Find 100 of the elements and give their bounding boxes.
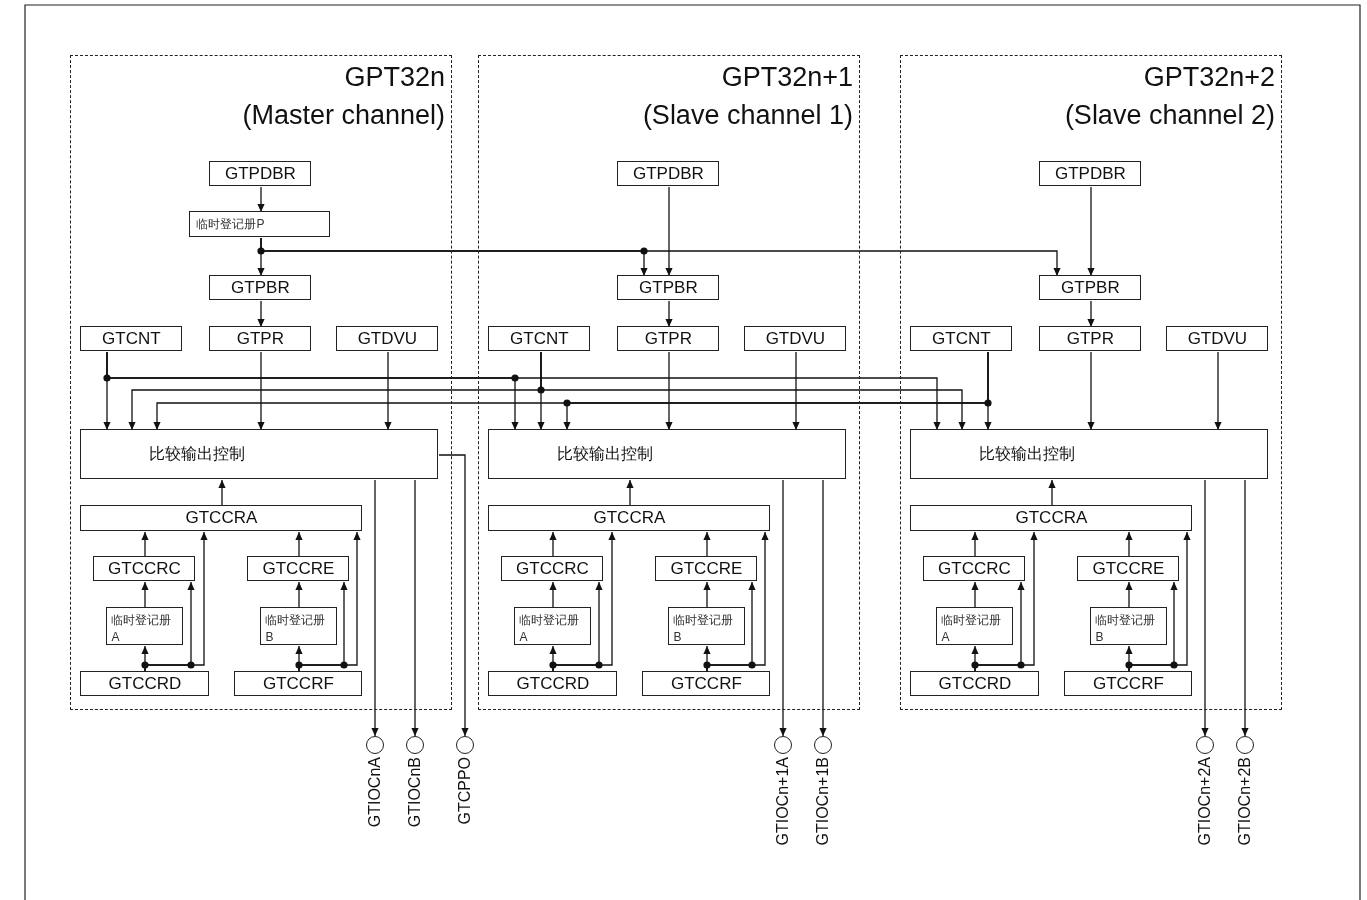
- pin-label: GTIOCnA: [365, 757, 384, 828]
- register-box: GTCCRC: [501, 556, 604, 582]
- pin-label: GTCPPO: [455, 757, 474, 825]
- register-box: GTCCRE: [1077, 556, 1180, 582]
- arrow: [971, 581, 979, 609]
- arrow: [779, 479, 787, 737]
- arrow: [971, 531, 979, 558]
- arrow: [371, 479, 379, 737]
- arrow: [218, 479, 226, 507]
- arrow: [665, 351, 673, 431]
- channel-panel: [478, 55, 860, 710]
- arrow: [1125, 531, 1133, 558]
- arrow: [1214, 351, 1222, 431]
- arrow: [295, 531, 303, 558]
- register-box: GTPR: [617, 326, 720, 352]
- register-box: GTCCRE: [655, 556, 758, 582]
- arrow: [257, 300, 265, 328]
- arrow: [295, 581, 303, 609]
- register-box: GTPDBR: [209, 161, 312, 187]
- pin-label: GTIOCn+2B: [1235, 757, 1254, 846]
- terminal-circle: [456, 736, 474, 754]
- buffer-register-box: 临时登记册A: [106, 607, 184, 646]
- arrow: [1125, 581, 1133, 609]
- pin-label: GTIOCn+1B: [813, 757, 832, 846]
- arrow: [144, 531, 208, 673]
- panel-title: (Slave channel 2): [1064, 99, 1275, 132]
- panel-title: (Slave channel 1): [642, 99, 853, 132]
- arrow: [703, 531, 711, 558]
- register-box: GTCCRF: [234, 671, 363, 697]
- arrow: [384, 351, 392, 431]
- panel-title: GPT32n+2: [1143, 61, 1275, 94]
- register-box: GTDVU: [1166, 326, 1269, 352]
- arrow: [257, 351, 265, 431]
- arrow: [549, 581, 557, 609]
- arrow: [665, 186, 673, 277]
- terminal-circle: [1196, 736, 1214, 754]
- register-box: GTCCRC: [93, 556, 196, 582]
- register-box: GTDVU: [744, 326, 847, 352]
- arrow: [1087, 300, 1095, 328]
- arrow: [1201, 479, 1209, 737]
- terminal-circle: [814, 736, 832, 754]
- register-box: GTCCRD: [488, 671, 618, 697]
- arrow: [260, 237, 1061, 277]
- terminal-circle: [774, 736, 792, 754]
- arrow: [1087, 186, 1095, 277]
- arrow: [141, 531, 149, 558]
- register-box: GTPBR: [617, 275, 720, 301]
- arrow: [792, 351, 800, 431]
- arrow: [1087, 351, 1095, 431]
- arrow: [257, 186, 265, 213]
- register-box: GTCCRA: [910, 505, 1193, 532]
- buffer-register-box: 临时登记册B: [1090, 607, 1168, 646]
- arrow: [411, 479, 419, 737]
- terminal-circle: [1236, 736, 1254, 754]
- arrow: [626, 479, 634, 507]
- buffer-register-box: 临时登记册B: [260, 607, 338, 646]
- buffer-register-box: 临时登记册P: [189, 211, 331, 238]
- terminal-circle: [406, 736, 424, 754]
- register-box: GTCCRA: [488, 505, 771, 532]
- register-box: GTPR: [1039, 326, 1142, 352]
- register-box: GTCCRF: [642, 671, 771, 697]
- arrow: [298, 531, 361, 673]
- arrow: [1241, 479, 1249, 737]
- panel-title: (Master channel): [242, 99, 445, 132]
- register-box: GTCCRD: [910, 671, 1040, 697]
- pin-label: GTIOCnB: [405, 757, 424, 828]
- arrow: [1048, 479, 1056, 507]
- register-box: GTCNT: [910, 326, 1013, 352]
- register-box: GTCCRE: [247, 556, 350, 582]
- pin-label: GTIOCn+2A: [1195, 757, 1214, 846]
- buffer-register-box: 临时登记册B: [668, 607, 746, 646]
- arrow: [552, 531, 616, 673]
- arrow: [1128, 531, 1191, 673]
- arrow: [141, 581, 149, 609]
- panel-title: GPT32n+1: [721, 61, 853, 94]
- arrow: [974, 531, 1038, 673]
- register-box: GTCNT: [488, 326, 591, 352]
- channel-panel: [900, 55, 1282, 710]
- register-box: GTPBR: [1039, 275, 1142, 301]
- arrow: [438, 454, 469, 737]
- register-box: GTCNT: [80, 326, 183, 352]
- control-block: 比较输出控制: [488, 429, 847, 480]
- register-box: GTCCRC: [923, 556, 1026, 582]
- terminal-circle: [366, 736, 384, 754]
- register-box: GTPBR: [209, 275, 312, 301]
- register-box: GTCCRA: [80, 505, 363, 532]
- register-box: GTCCRD: [80, 671, 210, 697]
- control-block: 比较输出控制: [80, 429, 439, 480]
- register-box: GTCCRF: [1064, 671, 1193, 697]
- register-box: GTPDBR: [617, 161, 720, 187]
- panel-title: GPT32n: [344, 61, 445, 94]
- pin-label: GTIOCn+1A: [773, 757, 792, 846]
- arrow: [819, 479, 827, 737]
- register-box: GTDVU: [336, 326, 439, 352]
- arrow: [703, 581, 711, 609]
- buffer-register-box: 临时登记册A: [514, 607, 592, 646]
- channel-panel: [70, 55, 452, 710]
- arrow: [549, 531, 557, 558]
- arrow: [665, 300, 673, 328]
- buffer-register-box: 临时登记册A: [936, 607, 1014, 646]
